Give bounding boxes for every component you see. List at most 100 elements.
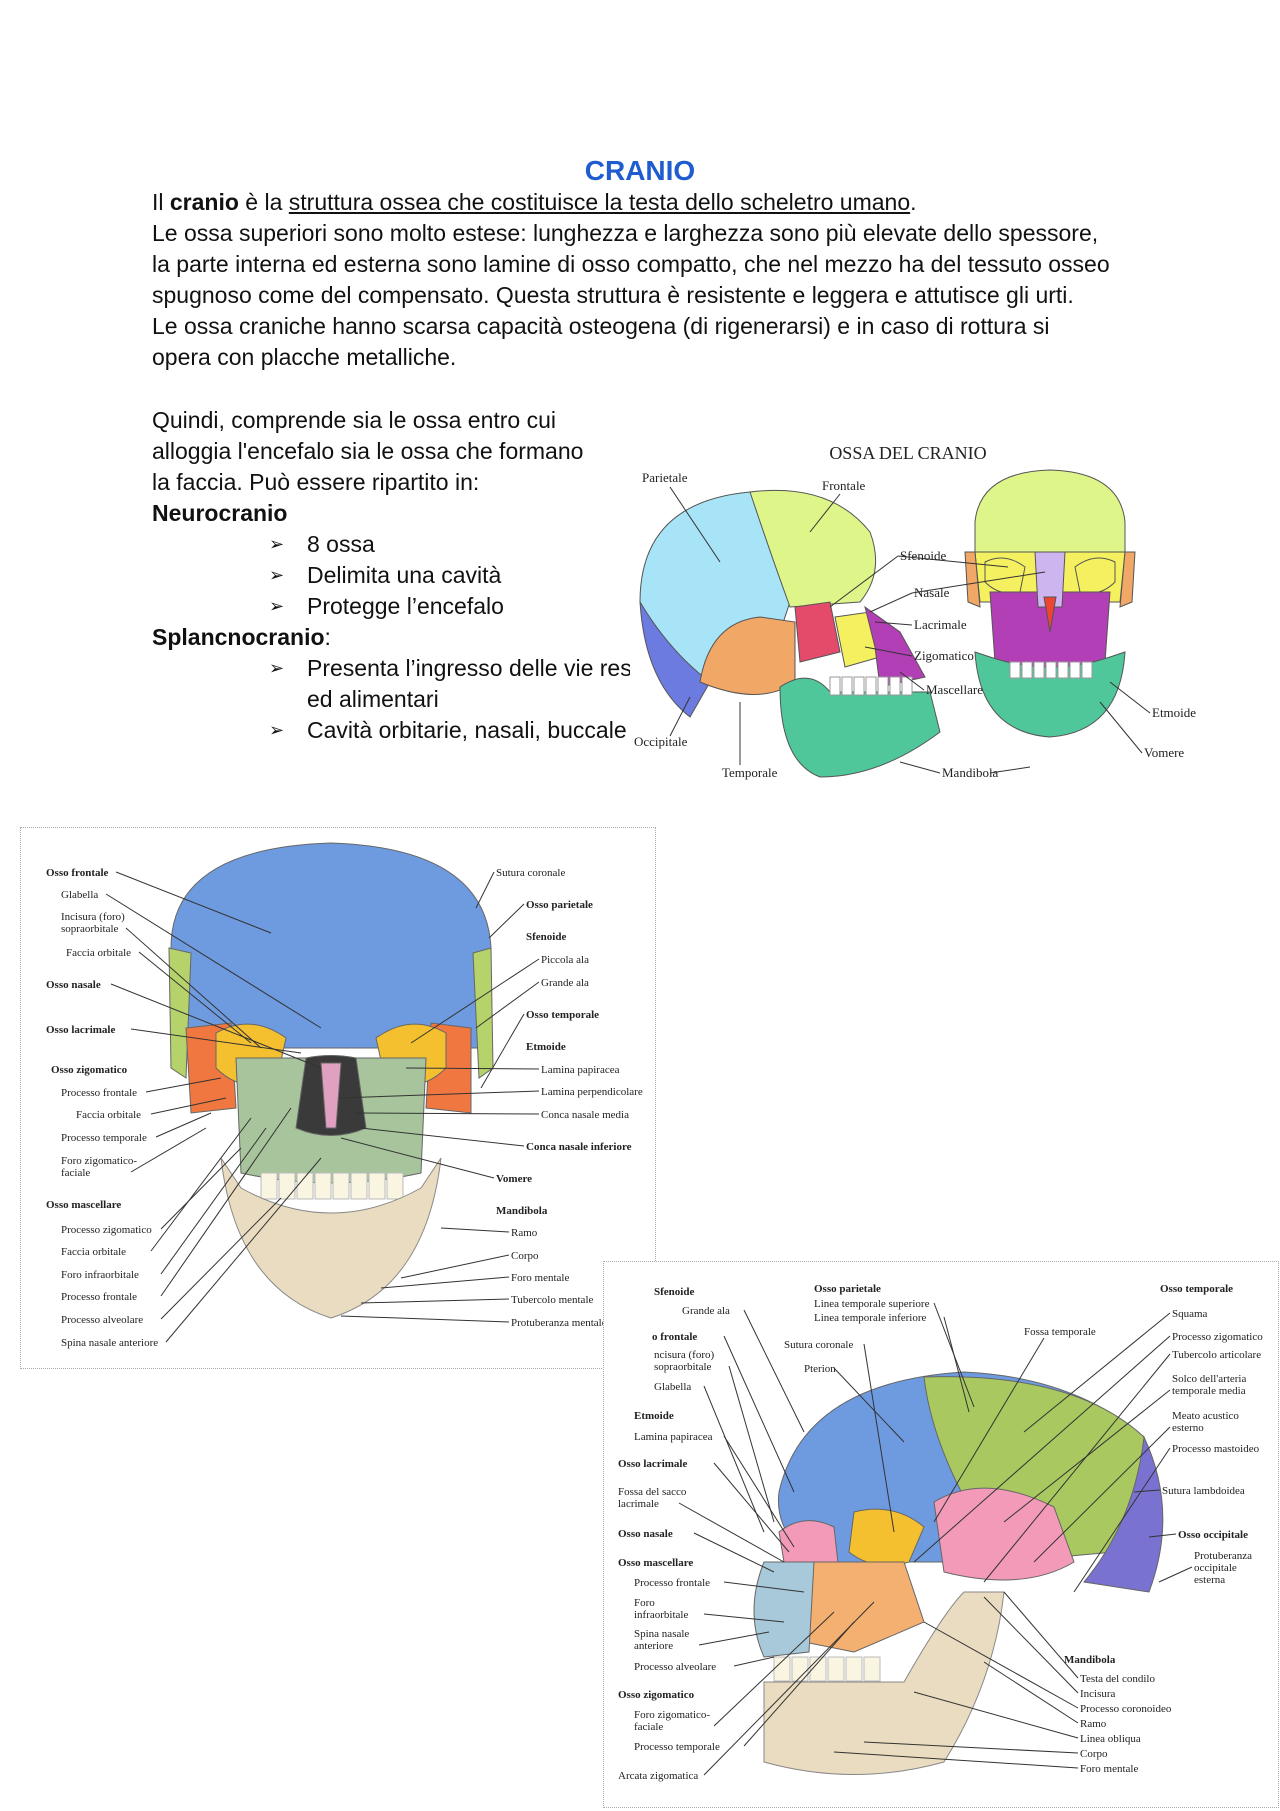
- label-mandibola: Mandibola: [1064, 1654, 1116, 1666]
- figure1-title: OSSA DEL CRANIO: [829, 443, 986, 463]
- label-foro-zigomatico: Foro zigomatico-: [634, 1709, 710, 1721]
- label-frontale: Frontale: [822, 478, 866, 493]
- label-anteriore: anteriore: [634, 1640, 673, 1652]
- label-pterion: Pterion: [804, 1363, 836, 1375]
- list-item-text: Cavità orbitarie, nasali, buccale: [307, 717, 627, 743]
- label-faccia-orbitale-2: Faccia orbitale: [76, 1109, 141, 1121]
- list-item: ➢ Delimita una cavità: [269, 560, 592, 591]
- label-osso-nasale: Osso nasale: [618, 1528, 673, 1540]
- label-processo-temporale: Processo temporale: [61, 1132, 147, 1144]
- label-processo-alveolare: Processo alveolare: [61, 1314, 143, 1326]
- label-linea-temporale-sup: Linea temporale superiore: [814, 1298, 930, 1310]
- division-column: Quindi, comprende sia le ossa entro cui …: [152, 405, 715, 746]
- label-processo-alveolare: Processo alveolare: [634, 1661, 716, 1673]
- label-lamina-papiracea: Lamina papiracea: [634, 1431, 713, 1443]
- label-testa-condilo: Testa del condilo: [1080, 1673, 1155, 1685]
- label-osso-frontale: Osso frontale: [46, 867, 109, 879]
- skull-diagram-frontal: Osso frontale Glabella Incisura (foro) s…: [20, 827, 656, 1369]
- label-corpo: Corpo: [511, 1250, 539, 1262]
- arrow-bullet-icon: ➢: [269, 534, 285, 554]
- label-spina-nasale: Spina nasale anteriore: [61, 1337, 158, 1349]
- label-vomere: Vomere: [496, 1173, 532, 1185]
- label-tubercolo-articolare: Tubercolo articolare: [1172, 1349, 1261, 1361]
- label-processo-zigomatico: Processo zigomatico: [1172, 1331, 1263, 1343]
- label-processo-frontale: Processo frontale: [61, 1087, 137, 1099]
- label-foro-mentale: Foro mentale: [1080, 1763, 1138, 1775]
- label-etmoide: Etmoide: [634, 1410, 674, 1422]
- label-faccia-orbitale: Faccia orbitale: [66, 947, 131, 959]
- label-sfenoide: Sfenoide: [654, 1286, 694, 1298]
- list-item-text: Delimita una cavità: [307, 562, 502, 588]
- label-lamina-papiracea: Lamina papiracea: [541, 1064, 620, 1076]
- label-occipitale: Occipitale: [634, 734, 688, 749]
- list-item: ➢Protegge l’encefalo: [269, 591, 592, 622]
- label-processo-temporale: Processo temporale: [634, 1741, 720, 1753]
- label-meato-acustico: Meato acustico: [1172, 1410, 1239, 1422]
- neurocranio-list: ➢8 ossa ➢ Delimita una cavità ➢Protegge l…: [152, 529, 592, 622]
- label-temporale: Temporale: [722, 765, 778, 780]
- label-esterno: esterno: [1172, 1422, 1204, 1434]
- intro-post: .: [910, 189, 917, 215]
- label-ncisura: ncisura (foro): [654, 1349, 715, 1361]
- label-faciale: faciale: [634, 1721, 663, 1733]
- label-osso-occipitale: Osso occipitale: [1178, 1529, 1248, 1541]
- label-osso-lacrimale: Osso lacrimale: [46, 1024, 115, 1036]
- label-incisura: Incisura (foro): [61, 911, 125, 923]
- label-fossa-sacco: Fossa del sacco: [618, 1486, 687, 1498]
- label-foro-mentale: Foro mentale: [511, 1272, 569, 1284]
- label-solco-arteria: Solco dell'arteria: [1172, 1373, 1246, 1385]
- label-lacrimale: lacrimale: [618, 1498, 659, 1510]
- skull-diagram-ossa: OSSA DEL CRANIO Parietale Frontale Sfeno…: [630, 432, 1220, 792]
- label-osso-nasale: Osso nasale: [46, 979, 101, 991]
- skull-diagram-lateral: Sfenoide Grande ala o frontale ncisura (…: [603, 1261, 1279, 1808]
- label-spina-nasale: Spina nasale: [634, 1628, 689, 1640]
- intro-line: Il cranio è la struttura ossea che costi…: [152, 187, 1112, 218]
- label-foro-infraorbitale: Foro infraorbitale: [61, 1269, 139, 1281]
- label-etmoide: Etmoide: [1152, 705, 1196, 720]
- label-parietale: Parietale: [642, 470, 688, 485]
- label-sutura-lambdoidea: Sutura lambdoidea: [1162, 1485, 1245, 1497]
- label-sfenoide: Sfenoide: [900, 548, 946, 563]
- label-processo-mastoideo: Processo mastoideo: [1172, 1443, 1260, 1455]
- label-arcata-zigomatica: Arcata zigomatica: [618, 1770, 698, 1782]
- label-sopraorbitale: sopraorbitale: [654, 1361, 712, 1373]
- label-osso-zigomatico: Osso zigomatico: [51, 1064, 128, 1076]
- label-foro: Foro: [634, 1597, 655, 1609]
- label-lacrimale: Lacrimale: [914, 617, 967, 632]
- intro-mid: è la: [238, 189, 289, 215]
- label-sfenoide: Sfenoide: [526, 931, 566, 943]
- label-occipitale: occipitale: [1194, 1562, 1237, 1574]
- label-conca-nasale-media: Conca nasale media: [541, 1109, 629, 1121]
- label-sutura-coronale: Sutura coronale: [784, 1339, 853, 1351]
- arrow-bullet-icon: ➢: [269, 658, 285, 678]
- arrow-bullet-icon: ➢: [269, 720, 285, 740]
- label-faciale: faciale: [61, 1167, 90, 1179]
- intro-underlined: struttura ossea che costituisce la testa…: [288, 189, 911, 215]
- intro-bold: cranio: [169, 189, 239, 215]
- paragraph-1: Le ossa superiori sono molto estese: lun…: [152, 220, 1110, 308]
- label-tubercolo-mentale: Tubercolo mentale: [511, 1294, 593, 1306]
- label-processo-frontale: Processo frontale: [634, 1577, 710, 1589]
- label-osso-zigomatico: Osso zigomatico: [618, 1689, 695, 1701]
- arrow-bullet-icon: ➢: [269, 565, 285, 585]
- label-osso-temporale: Osso temporale: [1160, 1283, 1233, 1295]
- list-item: ➢8 ossa: [269, 529, 592, 560]
- label-processo-coronoideo: Processo coronoideo: [1080, 1703, 1172, 1715]
- label-osso-parietale: Osso parietale: [526, 899, 593, 911]
- label-etmoide: Etmoide: [526, 1041, 566, 1053]
- splancnocranio-suffix: :: [324, 624, 331, 650]
- label-grande-ala: Grande ala: [682, 1305, 730, 1317]
- paragraph-3: Quindi, comprende sia le ossa entro cui …: [152, 407, 584, 495]
- label-foro-zigomatico: Foro zigomatico-: [61, 1155, 137, 1167]
- label-mandibola: Mandibola: [496, 1205, 548, 1217]
- label-processo-zigomatico: Processo zigomatico: [61, 1224, 152, 1236]
- label-osso-parietale: Osso parietale: [814, 1283, 881, 1295]
- neurocranio-heading: Neurocranio: [152, 500, 288, 526]
- label-sopraorbitale: sopraorbitale: [61, 923, 119, 935]
- label-osso-mascellare: Osso mascellare: [46, 1199, 121, 1211]
- list-item: ➢ Cavità orbitarie, nasali, buccale: [269, 715, 717, 746]
- splancnocranio-heading-line: Splancnocranio:: [152, 622, 592, 653]
- label-mandibola: Mandibola: [942, 765, 999, 780]
- label-protuberanza: Protuberanza: [1194, 1550, 1252, 1562]
- label-sutura-coronale: Sutura coronale: [496, 867, 565, 879]
